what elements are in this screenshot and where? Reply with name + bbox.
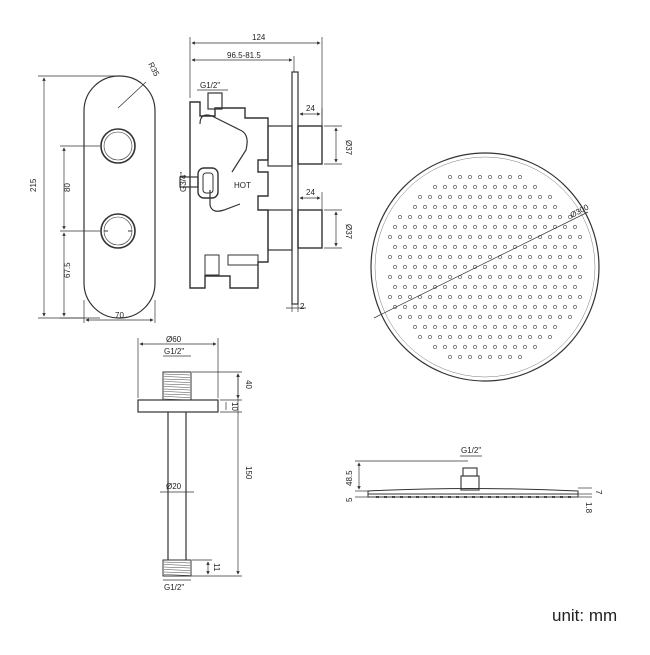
width-124-label: 124 [252,33,266,42]
radius-label: R35 [146,61,161,79]
arm-top-length-label: 40 [244,380,253,389]
side-thickness-5-label: 5 [345,497,354,502]
spindle-length-top-label: 24 [306,104,315,113]
arm-top-thread-label: G1/2" [164,347,184,356]
arm-bottom-thread-label: G1/2" [164,583,184,592]
cover-plate [83,75,156,319]
spindle-dia-bottom-label: Ø37 [344,224,353,240]
flange-diameter-label: Ø60 [166,335,182,344]
shower-head-top-view [370,152,600,382]
shower-head-side-view [367,467,579,498]
spacing-80-label: 80 [63,183,72,192]
nozzle-pattern [388,175,582,359]
spindle-length-bottom-label: 24 [306,188,315,197]
side-thickness-1-8-label: 1.8 [584,502,593,514]
bottom-knob [100,213,136,249]
hot-inlet-thread-label: G3/4" [179,172,188,192]
spacing-67-5-label: 67.5 [63,262,72,278]
arm-length-label: 150 [244,466,253,480]
inlet-thread-label: G1/2" [200,81,220,90]
hot-label: HOT [234,181,251,190]
depth-range-label: 96.5-81.5 [227,51,261,60]
side-thickness-7-label: 7 [594,490,603,495]
spindle-dia-top-label: Ø37 [344,140,353,156]
unit-label: unit: mm [552,606,618,625]
side-height-label: 48.5 [345,470,354,486]
top-knob [100,128,136,164]
valve-body-side [179,71,323,305]
side-thread-label: G1/2" [461,446,481,455]
valve-front-view [83,75,156,319]
width-70-label: 70 [115,311,124,320]
tube-diameter-label: Ø20 [166,482,182,491]
plate-thickness-label: 2 [300,302,305,311]
ceiling-arm [137,371,219,577]
flange-thickness-label: 10 [230,402,239,411]
height-215-label: 215 [29,178,38,192]
arm-bottom-thread-length-label: 11 [212,563,221,572]
